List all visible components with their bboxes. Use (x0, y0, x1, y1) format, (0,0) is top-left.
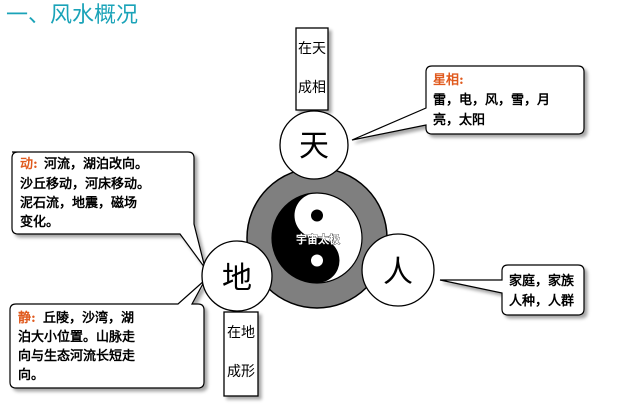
center-label: 宇宙太极 (296, 232, 341, 246)
star-line-2: 亮，太阳 (433, 112, 485, 128)
still-line-4: 向。 (18, 367, 44, 383)
star-callout: 星相: 雷，电，风，雪，月 亮，太阳 (351, 65, 585, 141)
move-line-1: 河流，湖泊改向。 (44, 156, 148, 172)
still-line-1: 丘陵，沙湾，湖 (43, 310, 134, 326)
move-line-4: 变化。 (20, 214, 59, 230)
earth-box-line-2: 成形 (227, 364, 255, 380)
move-callout: 动: 河流，湖泊改向。 沙丘移动，河床移动。 泥石流，地震，磁场 变化。 (11, 151, 206, 269)
human-line-2: 人种，人群 (509, 293, 574, 309)
earth-label-box: 在地 成形 (223, 311, 259, 397)
star-line-1: 雷，电，风，雪，月 (433, 92, 550, 108)
heaven-box-line-1: 在天 (298, 41, 326, 57)
heaven-char: 天 (299, 129, 329, 164)
still-line-2: 泊大小位置。山脉走 (18, 329, 136, 345)
page-title: 一、风水概况 (6, 3, 138, 28)
human-callout: 家庭，家族 人种，人群 (439, 264, 585, 316)
earth-box-line-1: 在地 (227, 325, 255, 341)
earth-circle: 地 (201, 240, 273, 312)
still-callout: 静: 丘陵，沙湾，湖 泊大小位置。山脉走 向与生态河流长短走 向。 (9, 279, 206, 389)
heaven-box-line-2: 成相 (298, 80, 326, 96)
human-line-1: 家庭，家族 (509, 273, 575, 289)
move-label: 动: (20, 157, 38, 172)
still-label: 静: (18, 310, 36, 326)
human-circle: 人 (361, 233, 435, 307)
heaven-label-box: 在天 成相 (295, 27, 329, 111)
human-char: 人 (383, 255, 413, 290)
still-line-3: 向与生态河流长短走 (18, 348, 136, 364)
yin-yang-icon (271, 192, 363, 284)
star-label: 星相: (433, 72, 464, 88)
move-line-3: 泥石流，地震，磁场 (20, 195, 137, 211)
heaven-circle: 天 (279, 110, 349, 180)
earth-char: 地 (222, 261, 252, 296)
move-line-2: 沙丘移动，河床移动。 (20, 176, 150, 192)
